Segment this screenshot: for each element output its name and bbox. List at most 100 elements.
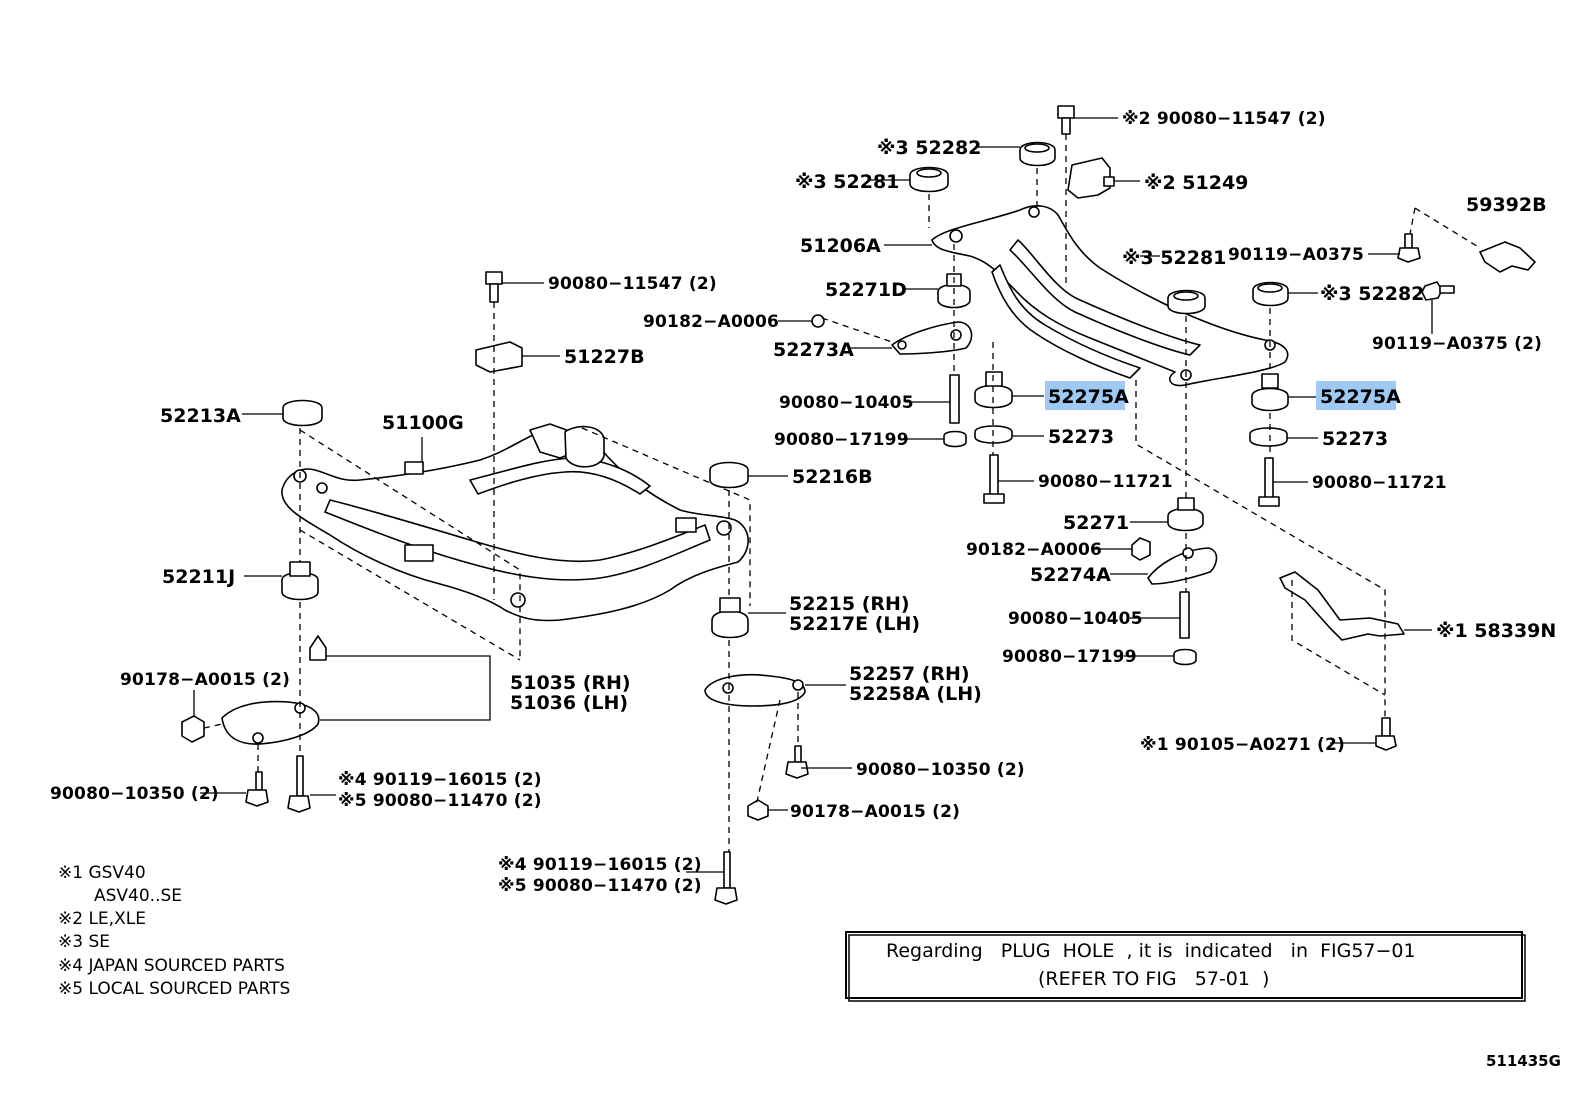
plate-hole [722,682,734,694]
label-52281-b[interactable]: ※3 52281 [1122,247,1226,269]
label-90119-16015-b[interactable]: ※4 90119−16015 (2) [498,855,702,875]
front-crossmember-mount [564,425,605,468]
bolt-90080-11547-mid[interactable] [489,283,499,303]
label-52273-left[interactable]: 52273 [1048,426,1114,448]
label-52217e[interactable]: 52217E (LH) [789,613,920,635]
stopper-52271[interactable] [1167,507,1204,532]
label-52215[interactable]: 52215 (RH) [789,593,910,615]
label-90080-11470-a[interactable]: ※5 90080−11470 (2) [338,791,542,811]
bolt-90080-11721-left[interactable] [989,454,999,496]
label-52271d[interactable]: 52271D [825,279,907,301]
label-52211j[interactable]: 52211J [162,566,235,588]
bracket-59392b[interactable] [1479,241,1536,273]
footnote-1-cont: ASV40..SE [94,886,182,906]
label-90105-a0271[interactable]: ※1 90105−A0271 (2) [1140,735,1345,755]
rear-crossmember-arm [991,264,1141,379]
cushion-52216b[interactable] [709,461,749,489]
bolt-90080-11721-right[interactable] [1264,457,1274,499]
label-90080-11721-right[interactable]: 90080−11721 [1312,473,1447,493]
label-51249[interactable]: ※2 51249 [1144,172,1248,194]
washer-90080-17199-b[interactable] [1173,648,1197,666]
label-52275a-right[interactable]: 52275A [1320,386,1401,408]
plate-52273a[interactable] [891,321,973,355]
bracket-51227b[interactable] [475,341,523,373]
info-box-line-2[interactable]: (REFER TO FIG 57-01 ) [1038,968,1269,990]
label-51100g[interactable]: 51100G [382,412,464,434]
washer-52273-right[interactable] [1249,427,1288,447]
cushion-52275a-left[interactable] [974,384,1013,409]
label-90080-10350-right[interactable]: 90080−10350 (2) [856,760,1025,780]
plate-hole [897,340,907,350]
info-box-shadow [848,934,1526,1002]
label-52282-a[interactable]: ※3 52282 [877,137,981,159]
stud-90080-10405-b[interactable] [1179,591,1190,639]
figure-code: 511435G [1486,1052,1561,1070]
label-51036[interactable]: 51036 (LH) [510,692,628,714]
washer-90080-17199[interactable] [943,430,967,448]
bolt-90119-16015-a[interactable] [296,755,304,797]
bracket-51035-51036[interactable] [221,700,320,745]
cushion-52213a[interactable] [282,399,323,427]
label-51206a[interactable]: 51206A [800,235,881,257]
plate-52274a[interactable] [1147,547,1218,585]
label-52274a[interactable]: 52274A [1030,564,1111,586]
label-52273-right[interactable]: 52273 [1322,428,1388,450]
label-52282-b[interactable]: ※3 52282 [1320,283,1424,305]
label-90119-a0375[interactable]: 90119−A0375 [1228,245,1364,265]
nut-90182-a0006-b[interactable] [1131,537,1151,561]
label-90182-a0006-a[interactable]: 90182−A0006 [643,312,779,332]
label-90080-11470-b[interactable]: ※5 90080−11470 (2) [498,876,702,896]
label-52281-a[interactable]: ※3 52281 [795,171,899,193]
nut-90178-a0015-a[interactable] [181,715,205,743]
crossmember-bolt-hole [316,482,328,494]
info-box-frame [845,931,1523,999]
stud-90080-10405[interactable] [949,374,960,424]
bolt-head [983,493,1005,504]
label-90080-17199-b[interactable]: 90080−17199 [1002,647,1137,667]
label-52273a[interactable]: 52273A [773,339,854,361]
bolt-shank [1381,717,1391,737]
cushion-52215[interactable] [711,610,749,639]
brace-58339n[interactable] [1279,571,1405,641]
bolt-90080-10350-left[interactable] [245,789,269,807]
label-90080-17199-a[interactable]: 90080−17199 [774,430,909,450]
label-90178-a0015-a[interactable]: 90178−A0015 (2) [120,670,290,690]
plug-hole-info-box: Regarding PLUG HOLE , it is indicated in… [845,931,1526,1002]
crossmember-bolt-hole [716,520,732,536]
bolt-shank [1061,117,1071,135]
bracket-51249[interactable] [1067,157,1111,199]
crossmember-bolt-hole [949,229,963,243]
plate-52257-52258a[interactable] [704,673,806,707]
label-52258a[interactable]: 52258A (LH) [849,683,982,705]
cushion-hole [1173,291,1199,301]
bolt-90119-a0375-2[interactable] [1421,281,1443,301]
label-51227b[interactable]: 51227B [564,346,645,368]
plate-hole [1182,547,1194,559]
nut-90182-a0006[interactable] [811,314,825,328]
bolt-90105-a0271[interactable] [1375,735,1397,751]
label-51035[interactable]: 51035 (RH) [510,672,631,694]
label-52216b[interactable]: 52216B [792,466,873,488]
label-90080-11721-left[interactable]: 90080−11721 [1038,472,1173,492]
label-90080-10350-left[interactable]: 90080−10350 (2) [50,784,219,804]
label-90178-a0015-b[interactable]: 90178−A0015 (2) [790,802,960,822]
label-90080-11547-top[interactable]: ※2 90080−11547 (2) [1122,109,1326,129]
label-90119-a0375-2[interactable]: 90119−A0375 (2) [1372,334,1542,354]
bolt-90119-a0375[interactable] [1397,247,1421,263]
label-52257[interactable]: 52257 (RH) [849,663,970,685]
label-59392b[interactable]: 59392B [1466,194,1547,216]
label-90119-16015-a[interactable]: ※4 90119−16015 (2) [338,770,542,790]
label-90080-10405-a[interactable]: 90080−10405 [779,393,914,413]
label-58339n[interactable]: ※1 58339N [1436,620,1556,642]
bolt-90119-16015-b[interactable] [723,851,731,889]
label-52271[interactable]: 52271 [1063,512,1129,534]
cushion-cap [985,371,1003,387]
cushion-52275a-right[interactable] [1251,387,1289,412]
label-90182-a0006-b[interactable]: 90182−A0006 [966,540,1102,560]
bolt-90080-10350-right[interactable] [785,761,809,779]
nut-90178-a0015-b[interactable] [747,799,769,821]
label-90080-10405-b[interactable]: 90080−10405 [1008,609,1143,629]
label-52213a[interactable]: 52213A [160,405,241,427]
label-90080-11547-mid[interactable]: 90080−11547 (2) [548,274,717,294]
label-52275a-left[interactable]: 52275A [1048,386,1129,408]
